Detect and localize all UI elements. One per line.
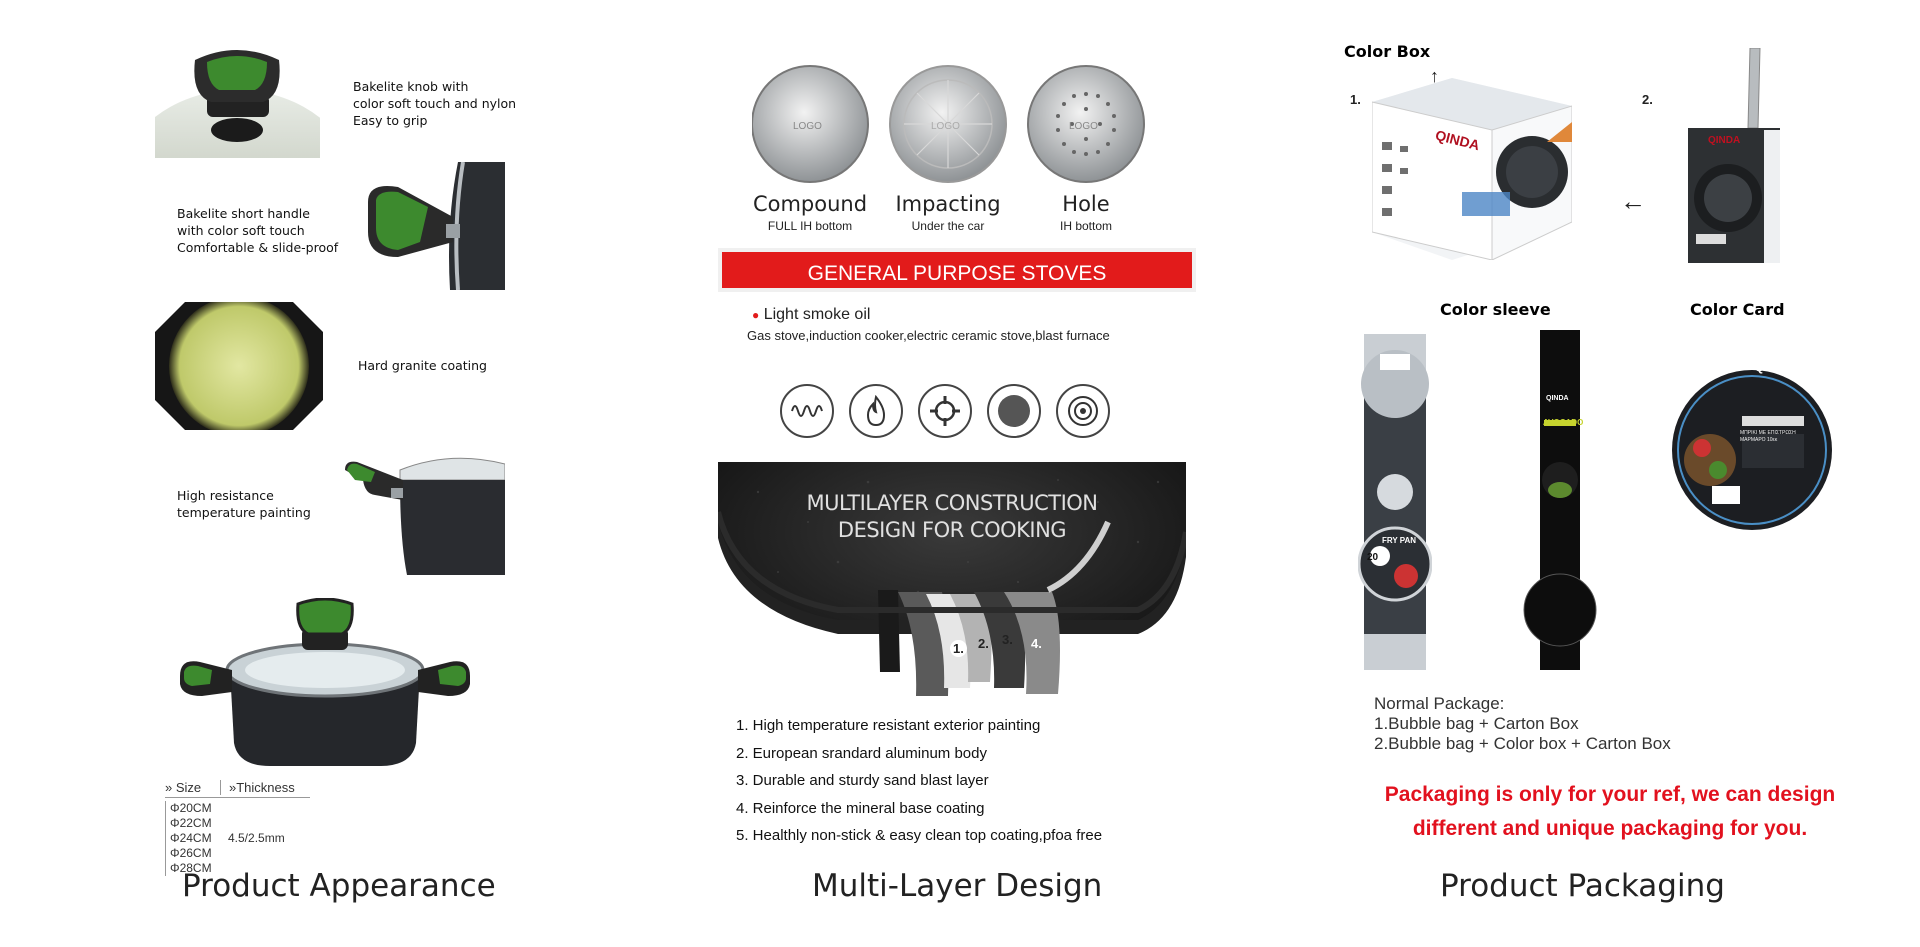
size-value: Φ26CM <box>170 846 212 860</box>
sleeve-right-brand: QINDA <box>1546 395 1569 402</box>
disc-logo-1: LOGO <box>793 121 822 132</box>
bottom-discs-graphic <box>752 65 1145 183</box>
pan-title-line-1: MULTILAYER CONSTRUCTION <box>806 491 1098 515</box>
red-bullet-icon: ● <box>752 308 760 322</box>
feature-knob-text: Bakelite knob with color soft touch and … <box>353 79 517 128</box>
handle-photo <box>358 162 505 290</box>
disc-sub-hole: IH bottom <box>1059 219 1113 233</box>
color-sleeve-right-image <box>1523 330 1597 670</box>
disc-logo-3: LOGO <box>1069 121 1098 132</box>
layer-number-1: 1. <box>950 640 967 657</box>
disc-logo-2: LOGO <box>931 121 960 132</box>
full-pot-photo <box>180 598 470 768</box>
pan-box-brand-logo: QINDA <box>1708 135 1741 146</box>
package-number-1: 1. <box>1350 92 1361 107</box>
color-card-image <box>1672 370 1832 530</box>
disc-sub-impacting: Under the car <box>911 219 985 233</box>
normal-package-option-2: 2.Bubble bag + Color box + Carton Box <box>1374 734 1671 753</box>
size-value: Φ20CM <box>170 801 212 815</box>
layer-item: 3. Durable and sturdy sand blast layer <box>736 772 989 789</box>
general-purpose-stoves-banner: GENERAL PURPOSE STOVES <box>718 248 1196 292</box>
pot-side-photo <box>345 450 505 575</box>
card-text: ΜΠΡΙΚΙ ΜΕ ΕΠΙΣΤΡΩΣΗ ΜΑΡΜΑΡΟ 10εκ <box>1740 430 1796 443</box>
disc-label-hole: Hole <box>1062 192 1110 216</box>
gas-burner-icon <box>918 384 972 438</box>
size-value: Φ28CM <box>170 861 212 875</box>
color-box-title: Color Box <box>1344 42 1431 61</box>
layer-list: 1. High temperature resistant exterior p… <box>736 712 1102 850</box>
layer-number-2: 2. <box>978 636 989 651</box>
size-value: Φ24CM <box>170 831 212 845</box>
normal-package-title: Normal Package: <box>1374 694 1505 713</box>
sleeve-right-label: AVOCADO <box>1543 418 1584 427</box>
granite-coating-photo <box>155 302 323 430</box>
layer-item: 4. Reinforce the mineral base coating <box>736 799 985 817</box>
boxed-pan-image <box>1688 48 1780 263</box>
multi-layer-panel: LOGO LOGO LOGO Compound Impacting Hole F… <box>700 0 1220 947</box>
disc-sub-compound: FULL IH bottom <box>767 219 853 233</box>
caption-product-packaging: Product Packaging <box>1440 868 1725 904</box>
feature-painting-text: High resistance temperature painting <box>177 488 311 520</box>
pan-title: MULTILAYER CONSTRUCTION DESIGN FOR COOKI… <box>718 490 1186 544</box>
size-header: » Size <box>165 780 221 795</box>
flame-icon <box>849 384 903 438</box>
thickness-value: 4.5/2.5mm <box>228 831 285 845</box>
oil-note-text: Light smoke oil <box>763 306 871 323</box>
normal-package-note: Normal Package: 1.Bubble bag + Carton Bo… <box>1374 694 1671 754</box>
sleeve-left-label: FRY PAN <box>1382 536 1417 545</box>
induction-coil-icon <box>780 384 834 438</box>
layer-number-4: 4. <box>1031 636 1042 651</box>
package-number-2: 2. <box>1642 92 1653 107</box>
product-appearance-panel: Bakelite knob with color soft touch and … <box>140 0 540 947</box>
layer-item: 2. European srandard aluminum body <box>736 744 987 762</box>
feature-coating-text: Hard granite coating <box>358 358 487 373</box>
disc-label-impacting: Impacting <box>895 192 1001 216</box>
layer-item: 5. Healthly non-stick & easy clean top c… <box>736 827 1103 844</box>
thickness-header: »Thickness <box>229 780 295 795</box>
feature-handle-text: Bakelite short handle with color soft to… <box>177 206 339 255</box>
normal-package-option-1: 1.Bubble bag + Carton Box <box>1374 714 1579 733</box>
oil-note: ● Light smoke oil <box>752 306 870 324</box>
color-box-image <box>1372 78 1572 260</box>
electric-hob-icon <box>1056 384 1110 438</box>
color-sleeve-left-image <box>1358 334 1432 670</box>
multilayer-pan-photo: MULTILAYER CONSTRUCTION DESIGN FOR COOKI… <box>718 462 1186 696</box>
layer-number-3: 3. <box>1002 632 1013 647</box>
packaging-disclaimer-line-2: different and unique packaging for you. <box>1412 817 1808 840</box>
disc-label-compound: Compound <box>752 192 868 216</box>
product-packaging-panel: Color Box ↑ 1. 2. QINDA ← QINDA Color sl… <box>1330 0 1890 947</box>
size-list: Φ20CM Φ22CM Φ24CM Φ26CM Φ28CM 4.5/2.5mm <box>165 801 310 876</box>
knob-photo <box>155 40 320 158</box>
pan-title-line-2: DESIGN FOR COOKING <box>837 518 1067 542</box>
stove-types-text: Gas stove,induction cooker,electric cera… <box>747 328 1110 343</box>
size-value: Φ22CM <box>170 816 212 830</box>
arrow-left-icon: ← <box>1620 186 1646 216</box>
caption-multi-layer-design: Multi-Layer Design <box>812 868 1103 904</box>
color-sleeve-title: Color sleeve <box>1440 300 1551 319</box>
caption-product-appearance: Product Appearance <box>182 868 496 904</box>
ceramic-plate-icon <box>987 384 1041 438</box>
color-card-title: Color Card <box>1690 300 1785 319</box>
layer-item: 1. High temperature resistant exterior p… <box>736 717 1041 734</box>
sleeve-left-size: 20 <box>1367 552 1379 563</box>
packaging-disclaimer-line-1: Packaging is only for your ref, we can d… <box>1384 783 1836 806</box>
card-brand-logo: QINDA <box>1755 362 1791 374</box>
layer-number-5: 5. <box>1062 646 1073 661</box>
size-table: » Size »Thickness Φ20CM Φ22CM Φ24CM Φ26C… <box>165 780 310 876</box>
packaging-disclaimer: Packaging is only for your ref, we can d… <box>1330 778 1890 846</box>
arrow-up-icon: ↑ <box>1430 66 1439 86</box>
